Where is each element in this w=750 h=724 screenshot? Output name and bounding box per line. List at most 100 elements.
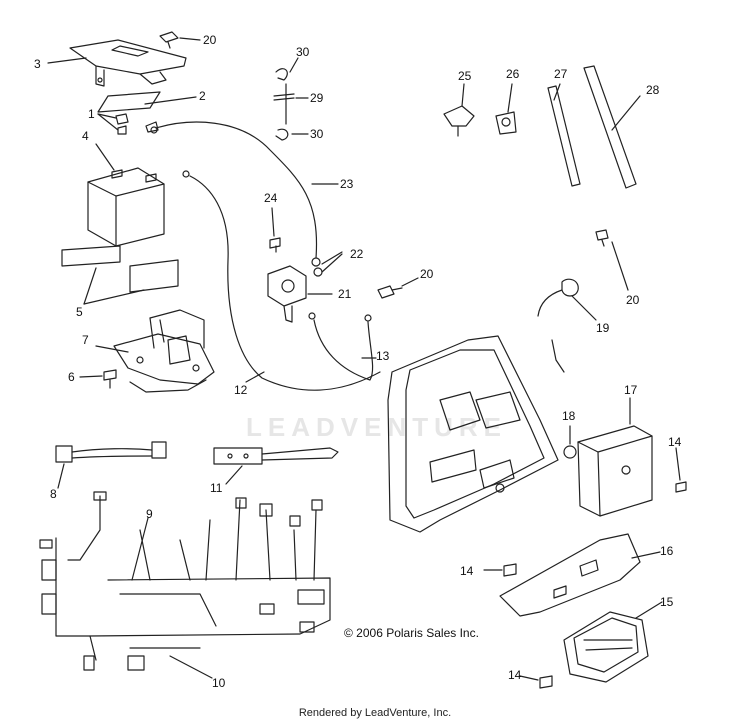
callout-4: 4 <box>82 129 89 143</box>
callout-5: 5 <box>76 305 83 319</box>
callout-7: 7 <box>82 333 89 347</box>
cable-12 <box>189 175 381 391</box>
callout-15: 15 <box>660 595 674 609</box>
callout-1: 1 <box>88 107 95 121</box>
screw-20-right <box>595 229 609 247</box>
grommet-18 <box>563 445 577 459</box>
nuts-22 <box>311 257 323 277</box>
screw-20-top <box>159 31 179 49</box>
callout-3: 3 <box>34 57 41 71</box>
callout-8: 8 <box>50 487 57 501</box>
leader-7 <box>95 345 129 353</box>
leader-26 <box>507 83 513 113</box>
copyright-notice: © 2006 Polaris Sales Inc. <box>344 626 479 640</box>
callout-28: 28 <box>646 83 660 97</box>
leader-5a <box>83 267 97 305</box>
leader-5b <box>83 289 145 305</box>
callout-18: 18 <box>562 409 576 423</box>
leader-30a <box>289 57 299 73</box>
footer-credit: Rendered by LeadVenture, Inc. <box>298 707 452 719</box>
callout-22: 22 <box>350 247 364 261</box>
leader-27 <box>553 83 561 101</box>
battery-4 <box>87 167 165 247</box>
strap-29 <box>273 93 295 101</box>
clip-26 <box>495 111 517 135</box>
callout-25: 25 <box>458 69 472 83</box>
callout-30a: 30 <box>296 45 310 59</box>
leader-28 <box>611 95 641 131</box>
clip-30-top <box>275 68 288 81</box>
cable-23 <box>155 121 318 259</box>
leader-4 <box>95 143 115 171</box>
module-15 <box>563 611 649 683</box>
callout-29: 29 <box>310 91 324 105</box>
screw-20-middle <box>377 285 403 299</box>
callout-11: 11 <box>210 481 223 495</box>
callout-2: 2 <box>199 89 206 103</box>
main-harness-9 <box>39 491 331 671</box>
leader-20a <box>179 37 201 41</box>
callout-12: 12 <box>234 383 248 397</box>
leader-24 <box>271 207 275 237</box>
leader-9 <box>131 517 149 581</box>
leader-15 <box>635 601 663 619</box>
clip-25 <box>443 105 475 137</box>
sub-harness-8 <box>55 441 167 463</box>
leader-20c <box>611 241 629 291</box>
rivet-6 <box>103 369 117 389</box>
callout-23: 23 <box>340 177 354 191</box>
leader-20b <box>401 277 419 287</box>
battery-hold-down-bracket <box>69 39 187 87</box>
solenoid-21 <box>267 265 307 323</box>
leader-1a <box>97 113 117 119</box>
tie-27 <box>547 85 581 187</box>
callout-16: 16 <box>660 544 674 558</box>
callout-13: 13 <box>376 349 390 363</box>
leader-8 <box>57 463 65 489</box>
pad-5b <box>129 259 179 293</box>
callout-20a: 20 <box>203 33 217 47</box>
callout-21: 21 <box>338 287 352 301</box>
leader-3 <box>47 57 87 64</box>
sensor-19 <box>537 278 579 373</box>
leader-14c <box>519 675 539 681</box>
callout-27: 27 <box>554 67 568 81</box>
leader-25 <box>461 83 465 107</box>
leader-6 <box>79 375 103 378</box>
callout-24: 24 <box>264 191 278 205</box>
battery-box-bracket-7 <box>113 309 215 393</box>
callout-9: 9 <box>146 507 153 521</box>
leader-22b <box>321 253 343 273</box>
callout-14c: 14 <box>508 668 522 682</box>
leader-19 <box>571 295 597 321</box>
tie-28 <box>583 65 637 189</box>
callout-30b: 30 <box>310 127 324 141</box>
bolts-1 <box>115 113 159 135</box>
mount-plate-16 <box>499 533 641 617</box>
ecu-bracket-17 <box>577 425 653 517</box>
leader-1b <box>97 113 119 131</box>
screw-14-bottom <box>539 675 553 689</box>
screw-14-right <box>675 481 687 493</box>
leader-10 <box>169 655 213 679</box>
leader-22a <box>321 251 343 265</box>
leader-11 <box>225 465 243 485</box>
callout-14a: 14 <box>668 435 682 449</box>
clip-30-bottom <box>275 128 289 141</box>
callout-6: 6 <box>68 370 75 384</box>
ground-strap-11 <box>213 447 339 465</box>
screw-24 <box>269 237 281 253</box>
callout-20b: 20 <box>420 267 434 281</box>
cable-13 <box>313 319 374 381</box>
screw-14-middle <box>503 563 517 577</box>
leader-16 <box>631 551 661 559</box>
leader-14a <box>675 447 681 481</box>
chassis-panel <box>387 335 559 533</box>
callout-10: 10 <box>212 676 226 690</box>
callout-19: 19 <box>596 321 610 335</box>
callout-20c: 20 <box>626 293 640 307</box>
callout-26: 26 <box>506 67 520 81</box>
pad-5a <box>61 245 121 267</box>
pad-2 <box>97 91 161 113</box>
